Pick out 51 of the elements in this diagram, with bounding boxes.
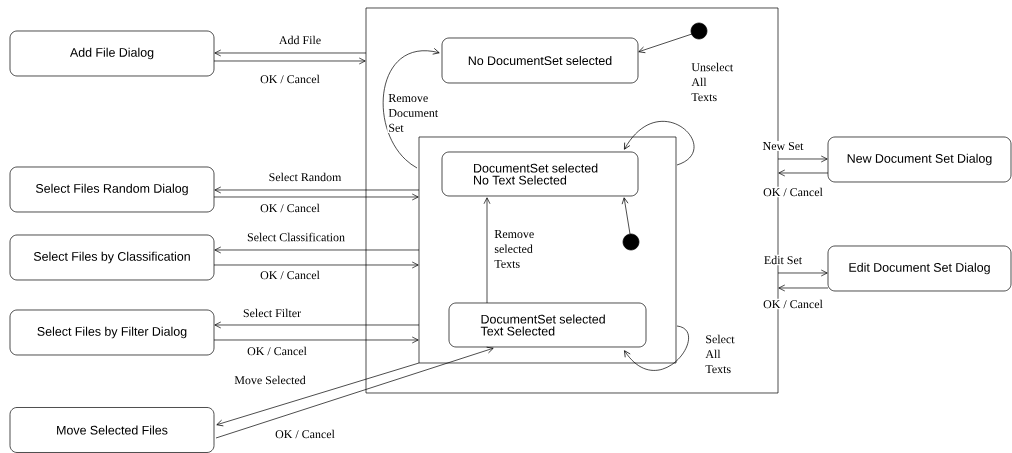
arrow (624, 121, 695, 166)
dialog-box: Select Files by Classification (9, 234, 215, 281)
arrow (216, 362, 420, 427)
edge-label: Remove selected Texts (493, 229, 546, 269)
dialog-box: Select Files Random Dialog (9, 166, 215, 213)
edge-label: Select Filter (241, 307, 303, 319)
arrow (777, 155, 828, 163)
edge-label: Select Classification (246, 231, 346, 243)
dialog-box: Move Selected Files (9, 407, 215, 453)
dialog-box: Select Files by Filter Dialog (9, 309, 215, 356)
initial-state-dot (690, 22, 708, 40)
edge-label: OK / Cancel (259, 269, 321, 281)
edge-label: OK / Cancel (246, 345, 308, 357)
composite-state-box (418, 136, 677, 364)
arrow (778, 169, 829, 177)
edge-label: New Set (761, 141, 805, 151)
edge-label: Add File (277, 34, 323, 46)
edge-label: Move Selected (233, 374, 307, 386)
arrow (215, 346, 494, 439)
dialog-box: Edit Document Set Dialog (827, 245, 1012, 292)
dialog-box: New Document Set Dialog (827, 136, 1012, 183)
edge-label: Edit Set (762, 254, 804, 266)
edge-label: OK / Cancel (259, 202, 321, 214)
edge-label: OK / Cancel (762, 298, 824, 310)
arrow (213, 261, 419, 269)
arrow (213, 193, 419, 201)
arrow (214, 246, 420, 254)
arrow (621, 197, 631, 235)
edge-label: Remove Document Set (387, 93, 448, 133)
arrow (382, 48, 440, 169)
arrow (214, 49, 367, 57)
arrow (638, 33, 693, 54)
edge-label: OK / Cancel (274, 428, 336, 440)
arrow (483, 197, 491, 304)
state-box: DocumentSet selected No Text Selected (441, 151, 639, 197)
edge-label: OK / Cancel (259, 73, 321, 85)
state-box: DocumentSet selected Text Selected (448, 302, 647, 348)
arrow (624, 325, 689, 371)
state-box: No DocumentSet selected (441, 37, 639, 84)
arrow (214, 321, 420, 329)
arrow (213, 57, 366, 65)
edge-label: Unselect All Texts (690, 61, 735, 103)
edge-label: Select Random (267, 171, 343, 183)
arrow (214, 186, 420, 194)
dialog-box: Add File Dialog (9, 30, 215, 77)
arrow (213, 336, 419, 344)
arrow (777, 269, 828, 277)
initial-state-dot (622, 233, 640, 251)
arrow (778, 284, 829, 292)
edge-label: Select All Texts (704, 333, 747, 375)
edge-label: OK / Cancel (762, 186, 824, 198)
